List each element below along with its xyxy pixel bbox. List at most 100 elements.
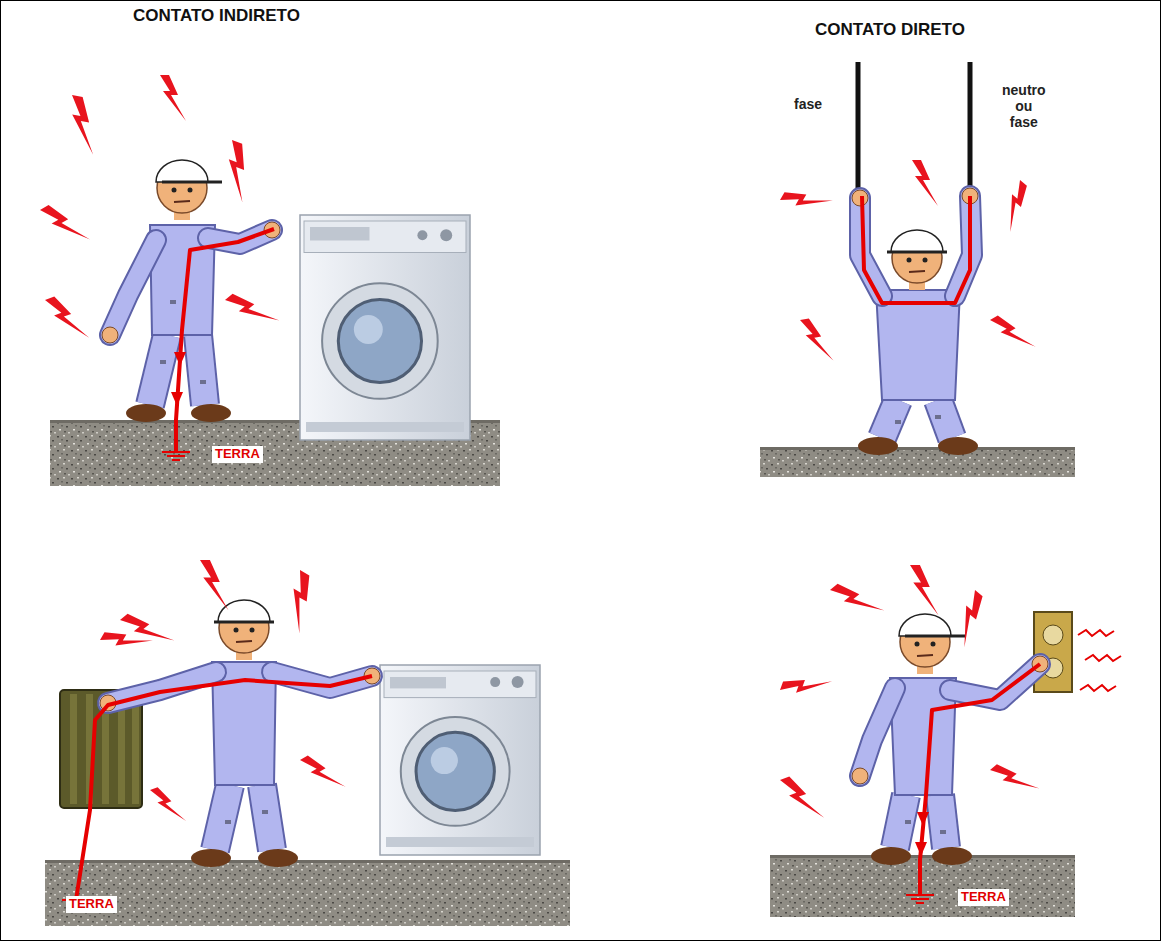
lightning-bolt [200,560,229,611]
shoe [871,847,911,865]
leg-outline [895,795,906,848]
current-path [176,229,274,452]
current-path [862,196,970,303]
eye [172,188,177,193]
eye [250,628,255,633]
conductor-label: fase [794,96,822,112]
lightning-bolt [120,602,174,659]
lightning-bolt [910,565,939,616]
washer-panel [304,221,466,253]
bolt-shape [990,753,1039,805]
hat-brim [214,621,274,624]
leg [262,785,272,850]
lightning-bolt [150,782,186,829]
worker-figure [852,188,978,455]
mouth [236,641,252,642]
washer-glint [354,315,383,344]
worker-figure [100,600,380,867]
bolt-shape [160,75,186,121]
current-path [920,664,1040,895]
patch [262,810,268,814]
bolt-shape [780,770,824,827]
spark [1080,685,1116,691]
lightning-bolt [100,617,153,663]
patch [935,415,941,419]
hand [852,190,868,206]
washer-knob [490,677,500,687]
leg [198,335,205,405]
arm [110,240,156,335]
radiator-fin [132,694,139,804]
lightning-bolt [160,75,186,121]
current-path [76,676,372,900]
earth-symbol [162,451,190,453]
patch [225,820,231,824]
bolt-shape [912,160,938,206]
section-heading: CONTATO DIRETO [815,20,965,40]
bolt-shape [150,782,186,829]
bolt-shape [910,565,939,616]
arm-outline [860,688,895,776]
earth-label: TERRA [958,889,1009,906]
washer-body [300,215,470,440]
leg-outline [215,785,230,850]
leg-outline [198,335,205,405]
washer-drawer [390,677,446,688]
socket-plate [1034,612,1072,692]
earth-symbol [911,898,929,900]
ground-edge [770,855,1075,858]
earth-symbol [172,459,180,461]
earth-symbol [916,902,924,904]
patch [170,300,176,304]
washing-machine [380,665,540,855]
conductor-label: neutro ou fase [1002,82,1046,130]
torso [876,290,960,400]
lightning-bolt [300,747,346,800]
eye [907,258,912,263]
lightning-bolt [62,95,102,155]
spark [1085,655,1121,661]
washer-drawer [310,227,370,241]
bolt-shape [942,590,996,647]
current-arrow [917,812,929,826]
washer-base [386,837,534,847]
bolt-shape [120,602,174,659]
leg [940,795,946,848]
patch [895,420,901,424]
arm-outline [110,240,156,335]
washing-machine [300,215,470,440]
conductor [968,62,973,192]
hat-brim [905,635,965,638]
bolt-shape [40,196,90,254]
bolt-shape [213,140,261,203]
patch [905,820,911,824]
lightning-bolt [942,590,996,647]
hat-brim [887,251,947,254]
mouth [174,201,190,202]
washer-knob [440,229,452,241]
bolt-shape [800,315,834,365]
leg-outline [150,335,167,405]
washer-panel [384,671,536,698]
bolt-shape [45,290,89,347]
shoe [932,847,972,865]
washer-base [306,422,464,432]
bolt-shape [272,570,327,633]
leg-outline [262,785,272,850]
ground-edge [45,860,570,863]
eye [188,188,193,193]
shoe [938,437,978,455]
bolt-shape [300,747,346,800]
lightning-bolt [912,160,938,206]
worker-figure [852,614,1048,865]
wall-socket [1034,612,1072,692]
mouth [917,655,933,656]
lightning-bolt [40,196,90,254]
lightning-bolt [225,282,279,339]
section-heading: CONTATO INDIRETO [133,6,300,26]
washer-door [401,717,510,826]
arm [950,664,1040,700]
washer-glint [431,747,458,774]
